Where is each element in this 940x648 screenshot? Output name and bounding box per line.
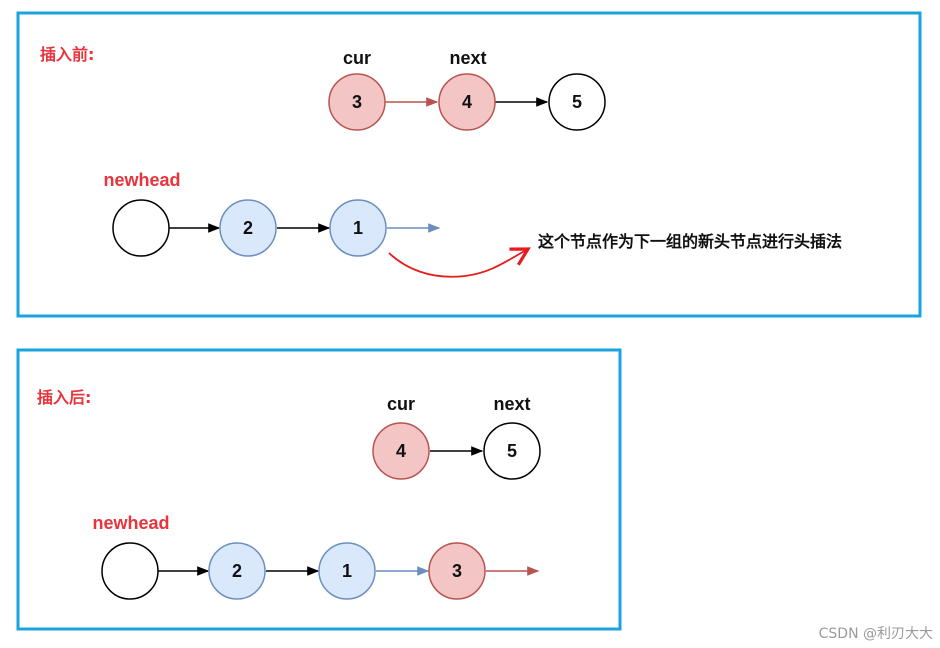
watermark: CSDN @利刃大大 [819,626,933,642]
node-2: 2 [219,199,277,257]
annotation-note: 这个节点作为下一组的新头节点进行头插法 [538,232,842,251]
node-4: 4 [438,73,496,131]
after-node-2: 2 [208,542,266,600]
after-newhead-label: newhead [92,513,169,533]
after-cur-pointer-label: cur [387,394,415,414]
newhead-label: newhead [103,170,180,190]
after-node-1: 1 [318,542,376,600]
panel-before-border [16,11,922,318]
after-next-pointer-label: next [493,394,530,414]
node-3-value: 3 [352,92,362,112]
after-node-5: 5 [483,422,541,480]
panel-after-border [16,348,622,631]
newhead-node [112,199,170,257]
node-3: 3 [328,73,386,131]
panel-before: 插入前: cur next 3 4 5 newhead [16,11,922,318]
after-node-3: 3 [428,542,486,600]
annotation-arrow [388,247,531,278]
after-node-4-value: 4 [396,441,406,461]
node-4-value: 4 [462,92,472,112]
panel-after-title: 插入后: [37,388,91,407]
node-2-value: 2 [243,218,253,238]
panel-before-title: 插入前: [40,45,94,64]
after-node-5-value: 5 [507,441,517,461]
node-5-value: 5 [572,92,582,112]
after-node-3-value: 3 [452,561,462,581]
after-node-4: 4 [372,422,430,480]
after-node-1-value: 1 [342,561,352,581]
after-node-2-value: 2 [232,561,242,581]
node-1-value: 1 [353,218,363,238]
next-pointer-label: next [449,48,486,68]
after-newhead-node [101,542,159,600]
node-1: 1 [329,199,387,257]
cur-pointer-label: cur [343,48,371,68]
node-5: 5 [548,73,606,131]
panel-after: 插入后: cur next 4 5 newhead 2 1 [16,348,622,631]
